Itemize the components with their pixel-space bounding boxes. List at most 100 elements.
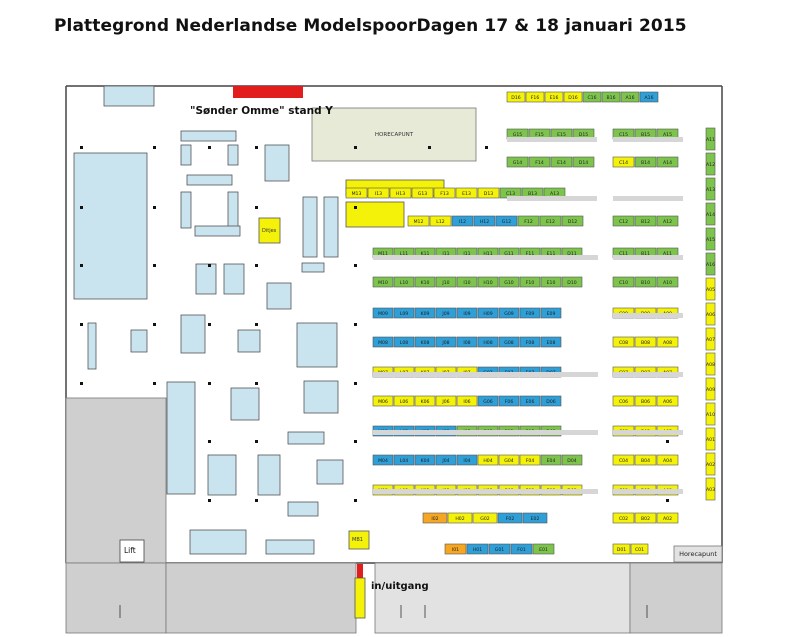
stand-label: I10 <box>463 280 470 286</box>
stand-label: C12 <box>619 219 628 225</box>
stand-label: G06 <box>483 399 492 405</box>
stand-label: E04 <box>547 458 556 464</box>
stand-box <box>705 302 716 326</box>
pillar-dot <box>80 206 83 209</box>
stand-i06: I06 <box>456 395 478 407</box>
stand-box <box>705 477 716 501</box>
stand-box <box>656 336 679 348</box>
stand-box <box>705 127 716 151</box>
stand-a09v: A09 <box>705 377 716 401</box>
stand-label: C10 <box>619 280 628 286</box>
stand-box <box>705 252 716 276</box>
stand-box <box>451 215 474 227</box>
stand-label: F11 <box>526 251 535 257</box>
stand-g09: G09 <box>498 307 520 319</box>
stand-label: J06 <box>441 399 449 405</box>
stand-label: C04 <box>619 458 628 464</box>
stand-l10: L10 <box>393 276 415 288</box>
stand-a06v: A06 <box>705 302 716 326</box>
stand-label: M12 <box>414 219 424 225</box>
stand-a14: A14 <box>656 156 679 168</box>
stand-d13: D13 <box>477 187 500 199</box>
stand-a15v: A15 <box>705 227 716 251</box>
stand-label: K11 <box>421 251 430 257</box>
stand-a08v: A08 <box>705 352 716 376</box>
stand-box <box>414 336 436 348</box>
stand-a16: A16 <box>620 91 640 103</box>
stand-box <box>393 276 415 288</box>
stand-c10: C10 <box>612 276 635 288</box>
stand-f02: F02 <box>497 512 523 524</box>
stand-box <box>705 427 716 451</box>
stand-label: E08 <box>547 340 556 346</box>
stand-label: M09 <box>378 311 388 317</box>
stand-l09: L09 <box>393 307 415 319</box>
gray-areas <box>65 107 723 634</box>
stand-box <box>414 395 436 407</box>
stand-j10: J10 <box>435 276 457 288</box>
stand-label: A02 <box>663 516 672 522</box>
stand-label: A08 <box>663 340 672 346</box>
stand-label: A13 <box>706 187 715 193</box>
stand-label: G11 <box>504 251 513 257</box>
stand-label: F15 <box>535 132 544 138</box>
stand-m06: M06 <box>372 395 394 407</box>
stand-label: L12 <box>436 219 444 225</box>
stand-box <box>498 454 520 466</box>
stand-m08: M08 <box>372 336 394 348</box>
stand-box <box>510 543 533 555</box>
stand-label: C02 <box>619 516 628 522</box>
stand-label: H04 <box>483 458 492 464</box>
stand-g04: G04 <box>498 454 520 466</box>
stand-label: A14 <box>663 160 672 166</box>
stand-box <box>582 91 602 103</box>
stand-label: A10 <box>663 280 672 286</box>
stand-h08: H08 <box>477 336 499 348</box>
stand-box <box>561 454 583 466</box>
stand-label: D12 <box>568 219 577 225</box>
sonder-omme-label: "Sønder Omme" stand Y <box>190 105 333 117</box>
stand-label: H13 <box>396 191 405 197</box>
stand-i01: I01 <box>444 543 467 555</box>
stand-k09: K09 <box>414 307 436 319</box>
mb1-label: MB1 <box>352 537 363 543</box>
pillar-dot <box>153 146 156 149</box>
stand-label: A05 <box>706 287 715 293</box>
stand-label: G12 <box>502 219 511 225</box>
stand-box <box>477 454 499 466</box>
stand-a16b: A16 <box>639 91 659 103</box>
stand-box <box>656 395 679 407</box>
stand-box <box>525 91 545 103</box>
lift-label-text: Lift <box>124 546 136 555</box>
pillar-dot <box>485 146 488 149</box>
stand-box <box>550 156 573 168</box>
stand-i10: I10 <box>456 276 478 288</box>
stand-label: K04 <box>421 458 430 464</box>
stand-label: E11 <box>547 251 556 257</box>
stand-label: B12 <box>641 219 650 225</box>
stand-b14: B14 <box>634 156 657 168</box>
stand-j06: J06 <box>435 395 457 407</box>
stand-label: A06 <box>706 312 715 318</box>
stand-box <box>705 377 716 401</box>
stand-label: C16 <box>587 95 596 101</box>
stand-box <box>495 215 518 227</box>
stand-f16: F16 <box>525 91 545 103</box>
pillar-dot <box>255 382 258 385</box>
stand-box <box>705 452 716 476</box>
stand-label: D11 <box>567 251 576 257</box>
stand-box <box>519 454 541 466</box>
stand-label: F12 <box>524 219 533 225</box>
stand-j09: J09 <box>435 307 457 319</box>
stand-e06: E06 <box>519 395 541 407</box>
stand-g06: G06 <box>477 395 499 407</box>
stand-box <box>539 215 562 227</box>
stand-box <box>372 454 394 466</box>
stand-label: H09 <box>483 311 492 317</box>
stand-box <box>634 454 657 466</box>
stand-c14: C14 <box>612 156 635 168</box>
stand-box <box>540 395 562 407</box>
stand-b04: B04 <box>634 454 657 466</box>
stand-box <box>422 512 448 524</box>
